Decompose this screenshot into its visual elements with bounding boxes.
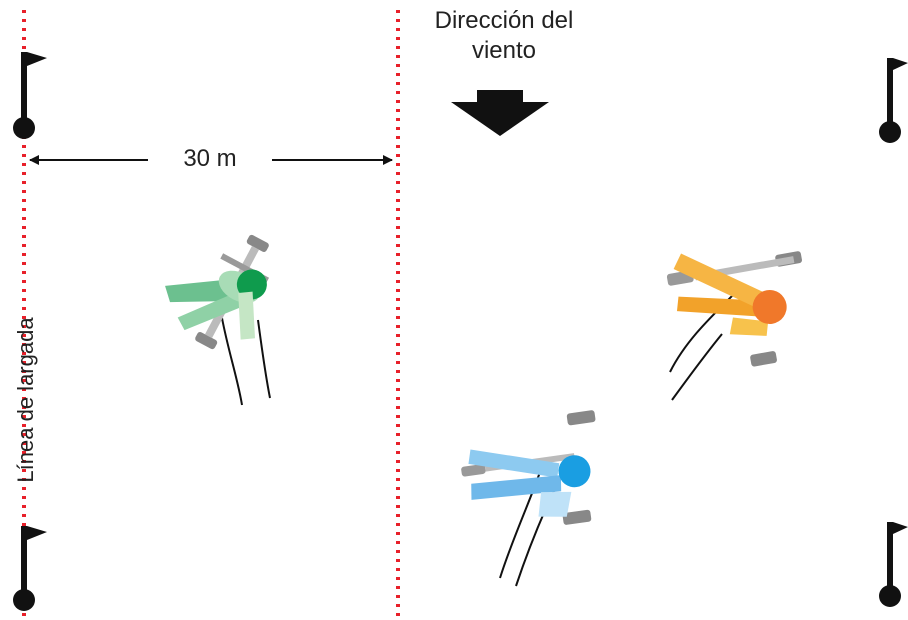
- rider-green-icon: [165, 234, 271, 406]
- distance-label: 30 m: [150, 142, 270, 176]
- flag-bottom-right-icon: [879, 522, 908, 607]
- flag-top-right-icon: [879, 58, 908, 143]
- rider-orange-icon: [666, 251, 802, 401]
- rider-blue-icon: [461, 410, 596, 587]
- wind-label-line2: viento: [471, 37, 537, 64]
- start-line-label: Línea de largada: [13, 317, 38, 483]
- wind-label-line1: Dirección del: [434, 7, 574, 34]
- wind-direction-label: Dirección del viento: [418, 6, 590, 66]
- flag-bottom-left-icon: [13, 526, 47, 611]
- wind-arrow-icon: [451, 90, 549, 136]
- flag-top-left-icon: [13, 52, 47, 139]
